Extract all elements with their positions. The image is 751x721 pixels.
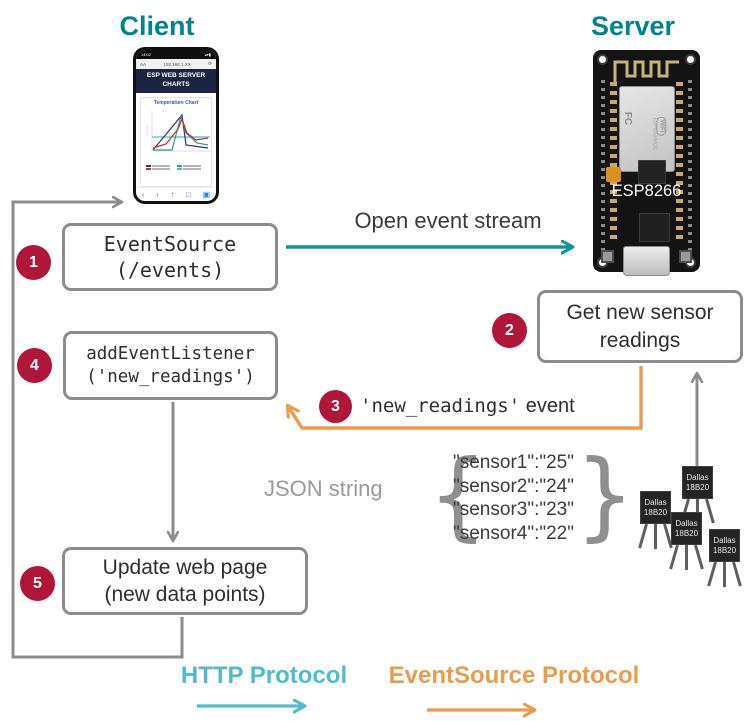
addlistener-line1: addEventListener — [86, 343, 255, 364]
chart-legend — [142, 164, 210, 171]
flash-button — [601, 250, 614, 263]
chart-title: Temperature Chart — [153, 99, 199, 106]
getreadings-line1: Get new sensor — [566, 301, 714, 325]
esp8266-label: ESP8266 — [611, 182, 682, 200]
client-phone: 14:02 ▴▾▮ AA 192.168.1.XX ⟳ ESP WEB SERV… — [133, 47, 219, 204]
phone-header-line2: CHARTS — [162, 80, 190, 88]
updatepage-line2: (new data points) — [104, 583, 266, 606]
pcb-antenna — [613, 60, 679, 82]
eventsource-line1: EventSource — [103, 232, 237, 256]
json-payload: "sensor1":"25" "sensor2":"24" "sensor3":… — [453, 451, 574, 545]
eventsource-line2: (/events) — [115, 258, 225, 282]
micro-usb-port — [623, 246, 670, 276]
updatepage-line1: Update web page — [102, 555, 268, 579]
get-sensor-readings-box: Get new sensor readings — [537, 290, 743, 363]
bookmarks-icon: □ — [186, 190, 191, 199]
fc-mark: FC — [622, 111, 634, 126]
mount-hole — [597, 54, 608, 65]
eventsource-box: EventSource (/events) — [62, 223, 278, 291]
board-edge-holes — [601, 80, 605, 260]
reader-button: AA — [140, 61, 147, 67]
phone-browser-nav: ‹ › ↑ □ ▣ — [136, 187, 216, 201]
share-icon: ↑ — [170, 190, 175, 199]
event-code-text: 'new_readings' — [360, 395, 521, 417]
step-badge-4: 4 — [17, 348, 52, 383]
back-icon: ‹ — [141, 190, 145, 199]
sensor-leg — [694, 544, 704, 570]
sensor-leg — [732, 561, 742, 587]
step-badge-3: 3 — [319, 390, 352, 423]
wifi-module-shield: FC ESP8266MOD WiFi — [619, 86, 675, 172]
phone-header-line1: ESP WEB SERVER — [146, 72, 206, 79]
board-ic — [638, 160, 666, 184]
sensor-leg — [669, 544, 679, 570]
update-web-page-box: Update web page (new data points) — [62, 547, 308, 615]
sensor-leg — [654, 524, 657, 549]
refresh-icon: ⟳ — [208, 61, 212, 66]
reset-button — [679, 250, 692, 263]
json-line-sensor2: "sensor2":"24" — [453, 475, 574, 497]
sensor-label-line2: 18B20 — [643, 507, 668, 517]
eventsource-protocol-label: EventSource Protocol — [388, 662, 640, 689]
sensor-leg — [705, 498, 715, 524]
http-protocol-label: HTTP Protocol — [180, 662, 348, 689]
json-line-sensor4: "sensor4":"22" — [453, 522, 574, 544]
sensor-label-line1: Dallas — [713, 536, 736, 546]
wifi-logo: WiFi — [656, 116, 667, 136]
sensor-leg — [685, 545, 688, 570]
server-title: Server — [590, 11, 676, 41]
step-badge-5: 5 — [20, 566, 55, 601]
temperature-mini-chart — [146, 110, 210, 152]
phone-url: 192.168.1.XX — [163, 61, 191, 67]
phone-status-icons: ▴▾▮ — [204, 52, 211, 57]
sensor-label-line2: 18B20 — [674, 528, 699, 538]
new-readings-event-label: 'new_readings' event — [360, 395, 575, 418]
sensor-label-line1: Dallas — [675, 519, 698, 529]
phone-screen: 14:02 ▴▾▮ AA 192.168.1.XX ⟳ ESP WEB SERV… — [136, 50, 216, 201]
sensor-label-line1: Dallas — [644, 498, 667, 508]
json-line-sensor1: "sensor1":"25" — [453, 452, 574, 473]
sensor-label-line1: Dallas — [686, 473, 709, 483]
phone-status-bar: 14:02 ▴▾▮ — [136, 50, 216, 59]
sensor-leg — [696, 499, 699, 524]
left-brace: { — [428, 440, 488, 553]
phone-address-bar: AA 192.168.1.XX ⟳ — [136, 59, 216, 69]
board-edge-holes — [688, 80, 692, 260]
addlistener-line2: ('new_readings') — [86, 366, 255, 387]
event-rest-text: event — [520, 395, 575, 417]
sensor-leg — [707, 561, 717, 587]
sensor-label-line2: 18B20 — [685, 482, 710, 492]
forward-icon: › — [156, 190, 159, 199]
step-badge-1: 1 — [16, 245, 51, 280]
client-title: Client — [119, 11, 195, 41]
json-line-sensor3: "sensor3":"23" — [453, 499, 574, 520]
phone-page-header: ESP WEB SERVER CHARTS — [136, 69, 216, 93]
esp8266-board: FC ESP8266MOD WiFi ESP8266 — [593, 50, 700, 276]
usb-serial-chip — [639, 213, 670, 242]
tabs-icon: ▣ — [202, 190, 211, 199]
json-string-label: JSON string — [264, 476, 383, 501]
phone-status-time: 14:02 — [141, 52, 152, 57]
add-event-listener-box: addEventListener ('new_readings') — [63, 331, 278, 400]
sensor-leg — [723, 562, 726, 587]
sensor-leg — [638, 523, 648, 549]
mount-hole — [685, 54, 696, 65]
getreadings-line2: readings — [599, 328, 681, 352]
open-event-stream-label: Open event stream — [354, 208, 542, 233]
temperature-chart-card: Temperature Chart — [140, 96, 212, 187]
board-pins-left — [610, 82, 617, 242]
right-brace: } — [575, 440, 635, 553]
board-capacitor — [606, 167, 621, 182]
step-badge-2: 2 — [492, 313, 527, 348]
sensor-label-line2: 18B20 — [712, 545, 737, 555]
board-pins-right — [676, 82, 683, 242]
